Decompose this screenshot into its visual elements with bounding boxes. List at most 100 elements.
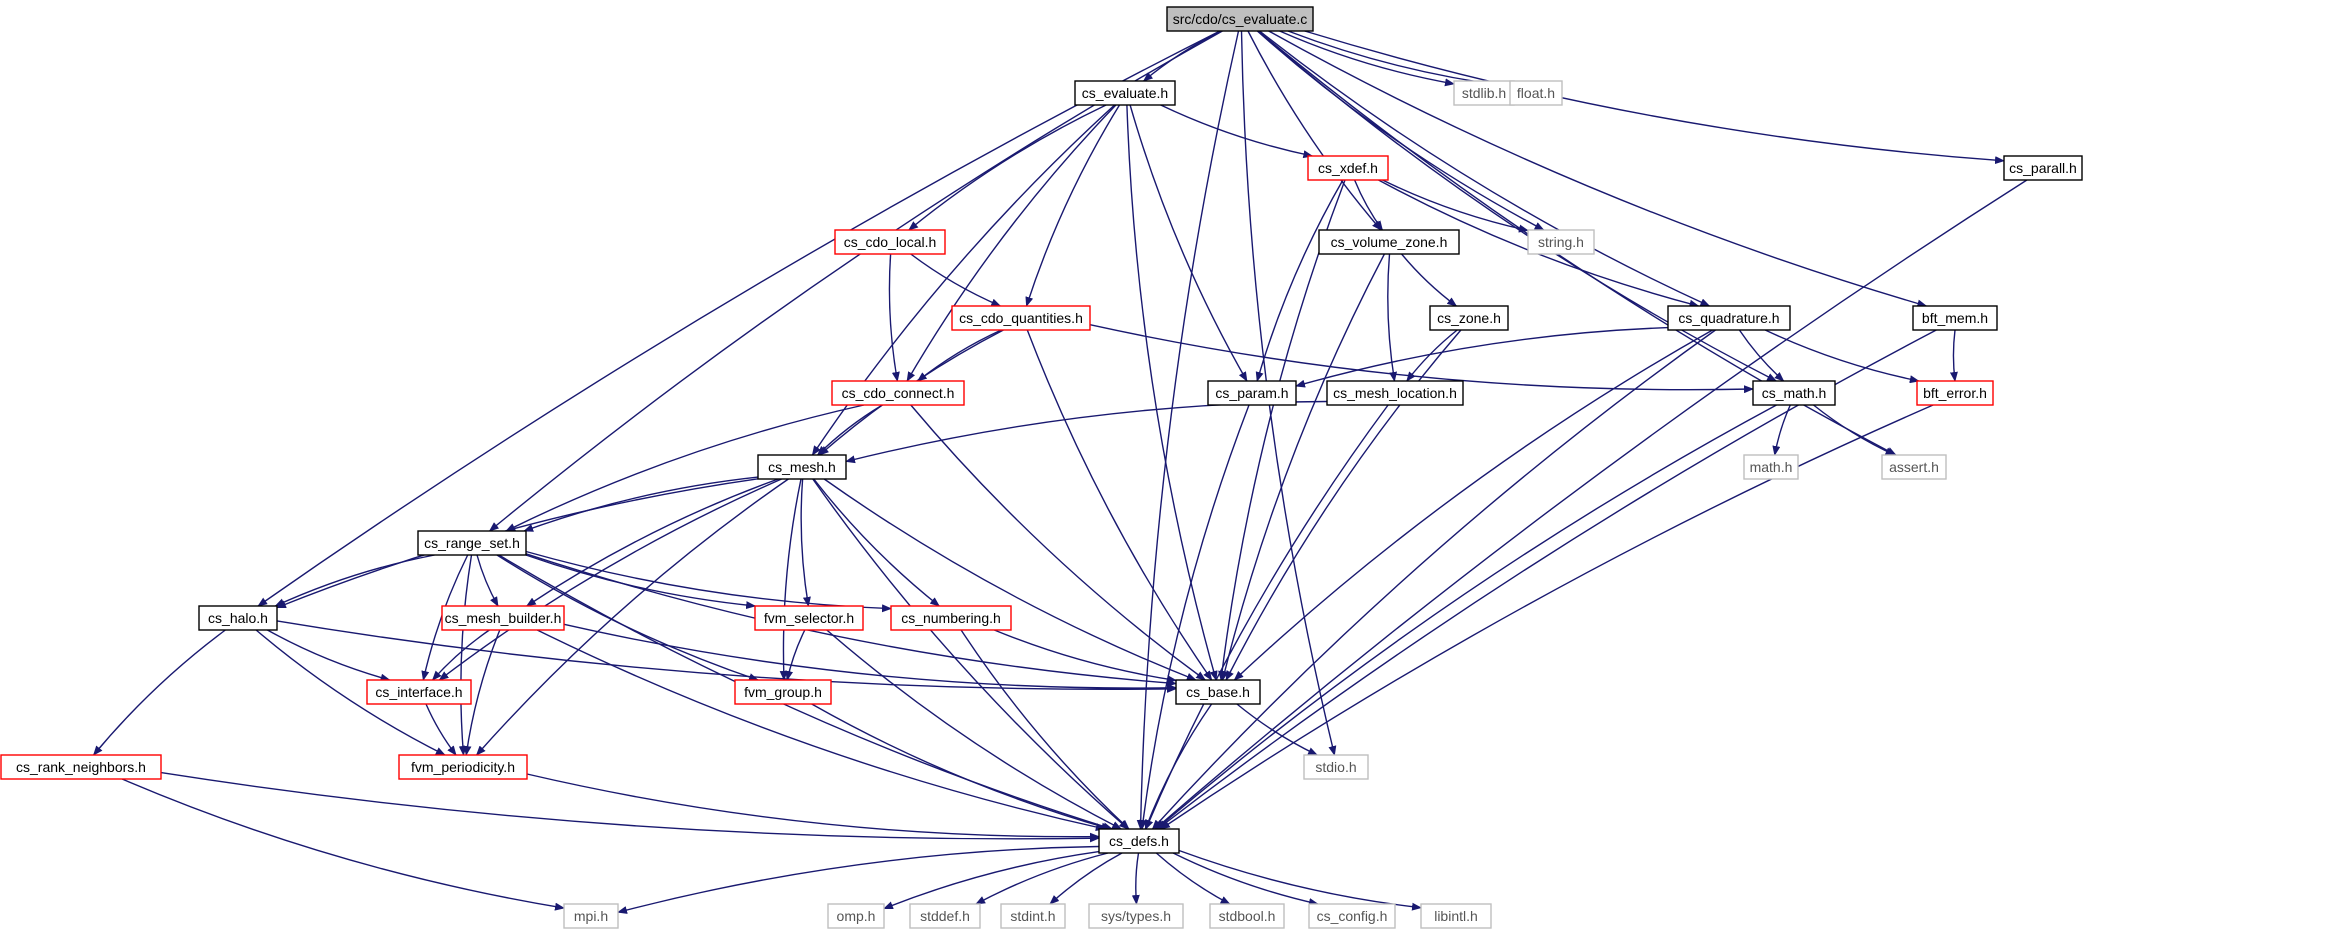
edge-cs_range_set-to-fvm_periodicity <box>458 554 473 756</box>
node-label: math.h <box>1750 459 1793 475</box>
edge-cs_evaluate-to-cs_cdo_local <box>908 104 1107 231</box>
edge-cs_base-to-stdio <box>1236 703 1319 756</box>
edge-cs_mesh_location-to-cs_mesh <box>845 400 1328 464</box>
node-cs-xdef[interactable]: cs_xdef.h <box>1307 155 1389 181</box>
node-box <box>1000 903 1066 929</box>
node-cs-param[interactable]: cs_param.h <box>1207 380 1297 406</box>
edge-cs_cdo_connect-to-cs_range_set <box>505 404 865 532</box>
node-label: cs_quadrature.h <box>1678 310 1779 326</box>
edge-cs_defs-to-stdint <box>1049 852 1123 905</box>
edge-root-to-cs_volume_zone <box>1247 30 1382 231</box>
edge-cs_base-to-cs_defs <box>1144 703 1213 830</box>
edge-cs_cdo_quantities-to-cs_math <box>1089 324 1754 394</box>
node-stdlib: stdlib.h <box>1453 80 1515 106</box>
node-cs-interface[interactable]: cs_interface.h <box>366 679 472 705</box>
node-cs-numbering[interactable]: cs_numbering.h <box>890 605 1012 631</box>
node-cs-cdo-local[interactable]: cs_cdo_local.h <box>834 229 946 255</box>
edge-cs_mesh_builder-to-cs_defs <box>536 629 1106 831</box>
node-label: cs_math.h <box>1762 385 1827 401</box>
edge-cs_interface-to-fvm_periodicity <box>425 703 457 756</box>
node-box <box>1308 903 1396 929</box>
node-cs-math[interactable]: cs_math.h <box>1752 380 1836 406</box>
edge-cs_defs-to-systypes <box>1131 852 1140 905</box>
node-box <box>398 754 528 780</box>
node-box <box>1527 229 1595 255</box>
edge-cs_numbering-to-cs_base <box>994 629 1177 683</box>
node-label: cs_rank_neighbors.h <box>16 759 146 775</box>
edge-cs_quadrature-to-bft_error <box>1764 329 1920 384</box>
node-fvm-group[interactable]: fvm_group.h <box>734 679 832 705</box>
node-box <box>754 605 864 631</box>
node-cs-quadrature[interactable]: cs_quadrature.h <box>1667 305 1791 331</box>
node-cs-rank-neighbors[interactable]: cs_rank_neighbors.h <box>0 754 162 780</box>
edge-bft_error-to-cs_defs <box>1160 404 1934 830</box>
node-stdio: stdio.h <box>1303 754 1369 780</box>
node-cs-evaluate[interactable]: cs_evaluate.h <box>1074 80 1176 106</box>
edge-cs_cdo_connect-to-cs_base <box>910 404 1207 681</box>
edge-cs_evaluate-to-cs_cdo_connect <box>906 104 1117 382</box>
edge-cs_mesh_builder-to-cs_interface <box>431 629 490 681</box>
edge-cs_mesh-to-cs_defs <box>812 478 1129 830</box>
node-float: float.h <box>1509 80 1563 106</box>
node-cs-cdo-connect[interactable]: cs_cdo_connect.h <box>831 380 965 406</box>
edges-layer <box>92 30 2028 914</box>
node-cs-volume-zone[interactable]: cs_volume_zone.h <box>1318 229 1460 255</box>
node-label: cs_cdo_connect.h <box>842 385 955 401</box>
node-box <box>1088 903 1184 929</box>
node-fvm-periodicity[interactable]: fvm_periodicity.h <box>398 754 528 780</box>
edge-cs_defs-to-cs_config <box>1172 852 1319 906</box>
node-label: cs_parall.h <box>2009 160 2077 176</box>
node-mpi: mpi.h <box>563 903 619 929</box>
node-cs-config: cs_config.h <box>1308 903 1396 929</box>
edge-root-to-cs_quadrature <box>1259 30 1711 307</box>
node-label: libintl.h <box>1434 908 1478 924</box>
node-cs-parall[interactable]: cs_parall.h <box>2003 155 2083 181</box>
edge-cs_param-to-cs_defs <box>1139 404 1250 830</box>
node-stdint: stdint.h <box>1000 903 1066 929</box>
node-cs-mesh[interactable]: cs_mesh.h <box>757 454 847 480</box>
edge-cs_mesh-to-fvm_group <box>779 478 802 681</box>
node-box <box>1509 80 1563 106</box>
edge-root-to-cs_defs <box>1136 30 1240 830</box>
node-libintl: libintl.h <box>1420 903 1492 929</box>
node-fvm-selector[interactable]: fvm_selector.h <box>754 605 864 631</box>
node-cs-mesh-builder[interactable]: cs_mesh_builder.h <box>441 605 565 631</box>
node-label: src/cdo/cs_evaluate.c <box>1173 11 1308 27</box>
edge-cs_zone-to-cs_base <box>1225 329 1462 681</box>
edge-cs_defs-to-omp <box>883 850 1100 910</box>
node-label: assert.h <box>1889 459 1939 475</box>
node-cs-base[interactable]: cs_base.h <box>1175 679 1261 705</box>
node-cs-zone[interactable]: cs_zone.h <box>1429 305 1509 331</box>
node-bft-error[interactable]: bft_error.h <box>1916 380 1994 406</box>
node-label: stdio.h <box>1315 759 1356 775</box>
node-label: stdbool.h <box>1219 908 1276 924</box>
node-cs-halo[interactable]: cs_halo.h <box>198 605 278 631</box>
edge-root-to-bft_mem <box>1268 30 1928 308</box>
edge-cs_range_set-to-cs_mesh_builder <box>476 554 499 607</box>
node-cs-range-set[interactable]: cs_range_set.h <box>417 530 527 556</box>
node-cs-cdo-quantities[interactable]: cs_cdo_quantities.h <box>951 305 1091 331</box>
edge-fvm_group-to-cs_defs <box>811 703 1112 831</box>
edge-cs_cdo_connect-to-cs_mesh <box>816 404 883 456</box>
node-box <box>1318 229 1460 255</box>
edge-fvm_periodicity-to-cs_defs <box>526 773 1100 841</box>
node-string: string.h <box>1527 229 1595 255</box>
edge-root-to-cs_parall <box>1304 30 2005 165</box>
node-box <box>734 679 832 705</box>
edge-cs_defs-to-mpi <box>617 845 1100 914</box>
node-label: cs_base.h <box>1186 684 1250 700</box>
node-label: cs_config.h <box>1317 908 1388 924</box>
node-label: fvm_periodicity.h <box>411 759 515 775</box>
node-label: fvm_selector.h <box>764 610 854 626</box>
edge-cs_evaluate-to-cs_param <box>1129 104 1248 382</box>
node-box <box>366 679 472 705</box>
node-root[interactable]: src/cdo/cs_evaluate.c <box>1166 6 1314 32</box>
node-bft-mem[interactable]: bft_mem.h <box>1912 305 1998 331</box>
edge-cs_range_set-to-fvm_selector <box>525 554 757 610</box>
node-cs-mesh-location[interactable]: cs_mesh_location.h <box>1326 380 1464 406</box>
node-box <box>441 605 565 631</box>
edge-cs_math-to-assert <box>1813 404 1896 456</box>
node-cs-defs[interactable]: cs_defs.h <box>1098 828 1180 854</box>
node-label: cs_range_set.h <box>424 535 520 551</box>
